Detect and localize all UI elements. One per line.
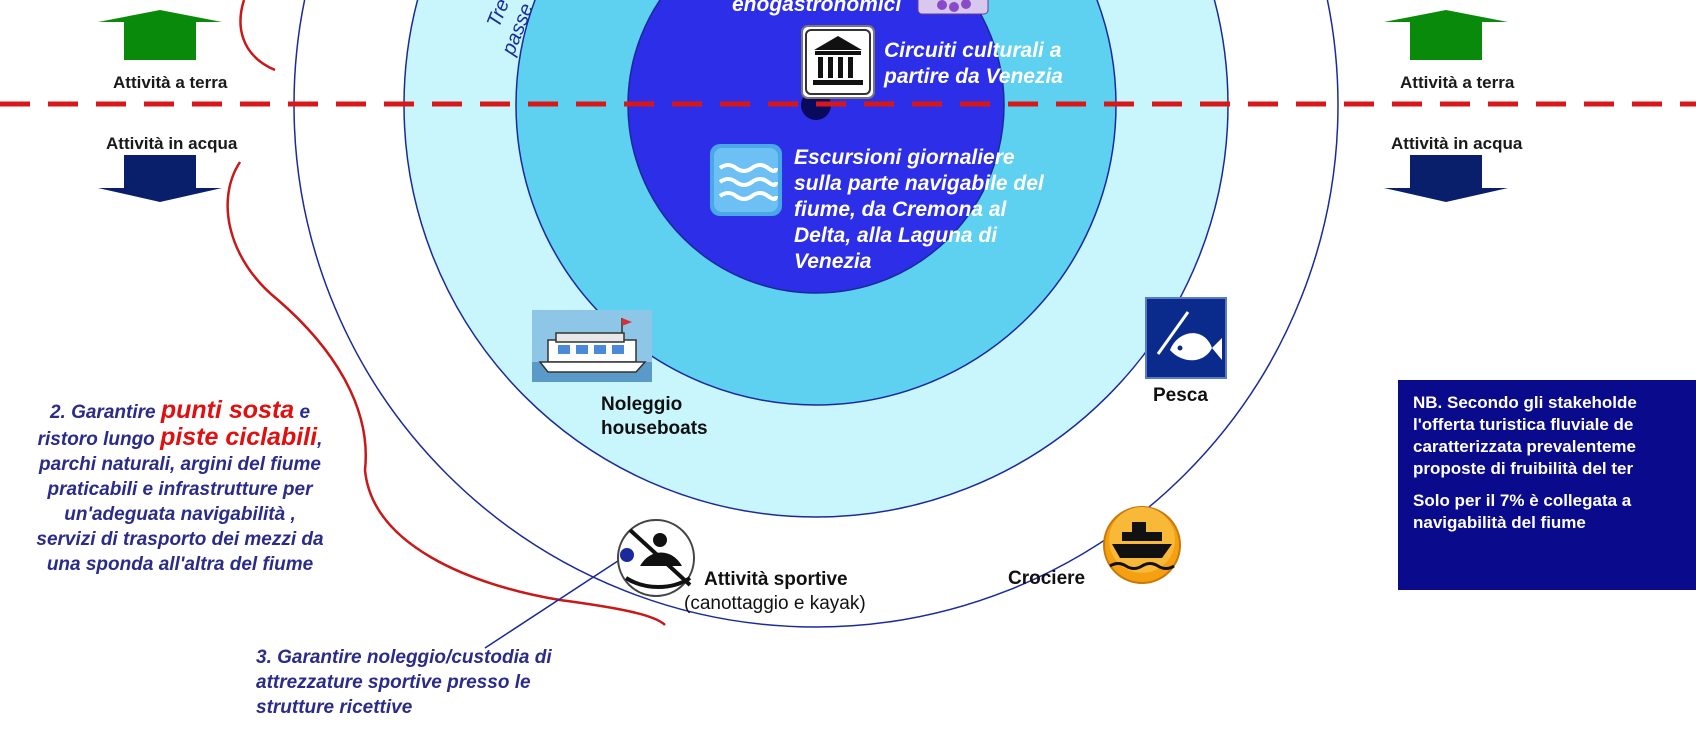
attivita-sportive-label: Attività sportive [704,569,848,590]
note-3: 3. Garantire noleggio/custodia di attrez… [256,645,552,720]
attivita-sportive-sub: (canottaggio e kayak) [684,592,866,616]
escursioni-line-2: sulla parte navigabile del [794,172,1044,195]
nb-p2-line-1: Solo per il 7% è collegata a [1413,491,1632,510]
nb-paragraph-1: NB. Secondo gli stakeholde l'offerta tur… [1413,392,1696,480]
note3-line-3: strutture ricettive [256,697,413,718]
circuiti-line-2: partire da Venezia [884,65,1063,88]
pesca-label: Pesca [1153,385,1208,406]
sportive-sub-text: (canottaggio e kayak) [684,593,866,614]
houseboat-icon [532,310,652,382]
note2-line-1: 2. Garantire punti sosta e [49,396,311,424]
arrow-up-left-icon [98,10,222,60]
water-label-left: Attività in acqua [106,134,238,153]
note2-line-7: una sponda all'altra del fiume [46,554,314,575]
note2-line-4: praticabili e infrastrutture per [47,479,313,500]
nb-p1-line-1: NB. Secondo gli stakeholde [1413,393,1637,412]
nb-p2-line-2: navigabilità del fiume [1413,513,1586,532]
punti-sosta-highlight: punti sosta [160,396,295,424]
kayak-icon [617,519,695,597]
escursioni-line-1: Escursioni giornaliere [794,146,1015,169]
note3-line-2: attrezzature sportive presso le [256,672,531,693]
arrow-down-right-icon [1384,155,1508,202]
circuiti-culturali-text: Circuiti culturali a partire da Venezia [884,38,1063,90]
noleggio-line-2: houseboats [601,418,708,439]
note2-line-2: ristoro lungo piste ciclabili, [37,423,323,451]
arrow-down-left-icon [98,155,222,202]
noleggio-line-1: Noleggio [601,394,683,415]
land-label-right: Attività a terra [1400,73,1515,92]
nb-paragraph-2: Solo per il 7% è collegata a navigabilit… [1413,490,1696,534]
crociere-label: Crociere [1008,568,1086,589]
escursioni-line-3: fiume, da Cremona al [794,198,1007,221]
note2-line-5: un'adeguata navigabilità , [64,504,296,525]
note3-line-1: 3. Garantire noleggio/custodia di [256,647,552,668]
land-label-left: Attività a terra [113,73,228,92]
note2-line-6: servizi di trasporto dei mezzi da [36,529,324,550]
note2-line-3: parchi naturali, argini del fiume [39,454,321,475]
note-2: 2. Garantire punti sosta e ristoro lungo… [10,398,350,577]
water-waves-icon [710,144,782,216]
escursioni-line-4: Delta, alla Laguna di [794,224,998,247]
piste-ciclabili-highlight: piste ciclabili [160,423,318,451]
nb-p1-line-4: proposte di fruibilità del ter [1413,459,1634,478]
circuiti-line-1: Circuiti culturali a [884,39,1062,62]
arrow-up-right-icon [1384,10,1508,60]
escursioni-line-5: Venezia [794,250,872,273]
bracket-main [226,161,666,626]
nb-p1-line-2: l'offerta turistica fluviale de [1413,415,1634,434]
bracket-top [239,0,276,72]
water-label-right: Attività in acqua [1391,134,1523,153]
noleggio-houseboats-label: Noleggio houseboats [601,393,708,441]
museum-icon [801,25,875,99]
enogastronomici-text: enogastronomici [732,0,902,16]
cruise-ship-icon [1103,506,1181,584]
escursioni-text: Escursioni giornaliere sulla parte navig… [794,145,1044,275]
grape-icon [917,0,989,15]
note3-pointer [484,554,628,649]
nb-box: NB. Secondo gli stakeholde l'offerta tur… [1398,380,1696,590]
fishing-icon [1145,297,1227,379]
nb-p1-line-3: caratterizzata prevalenteme [1413,437,1637,456]
